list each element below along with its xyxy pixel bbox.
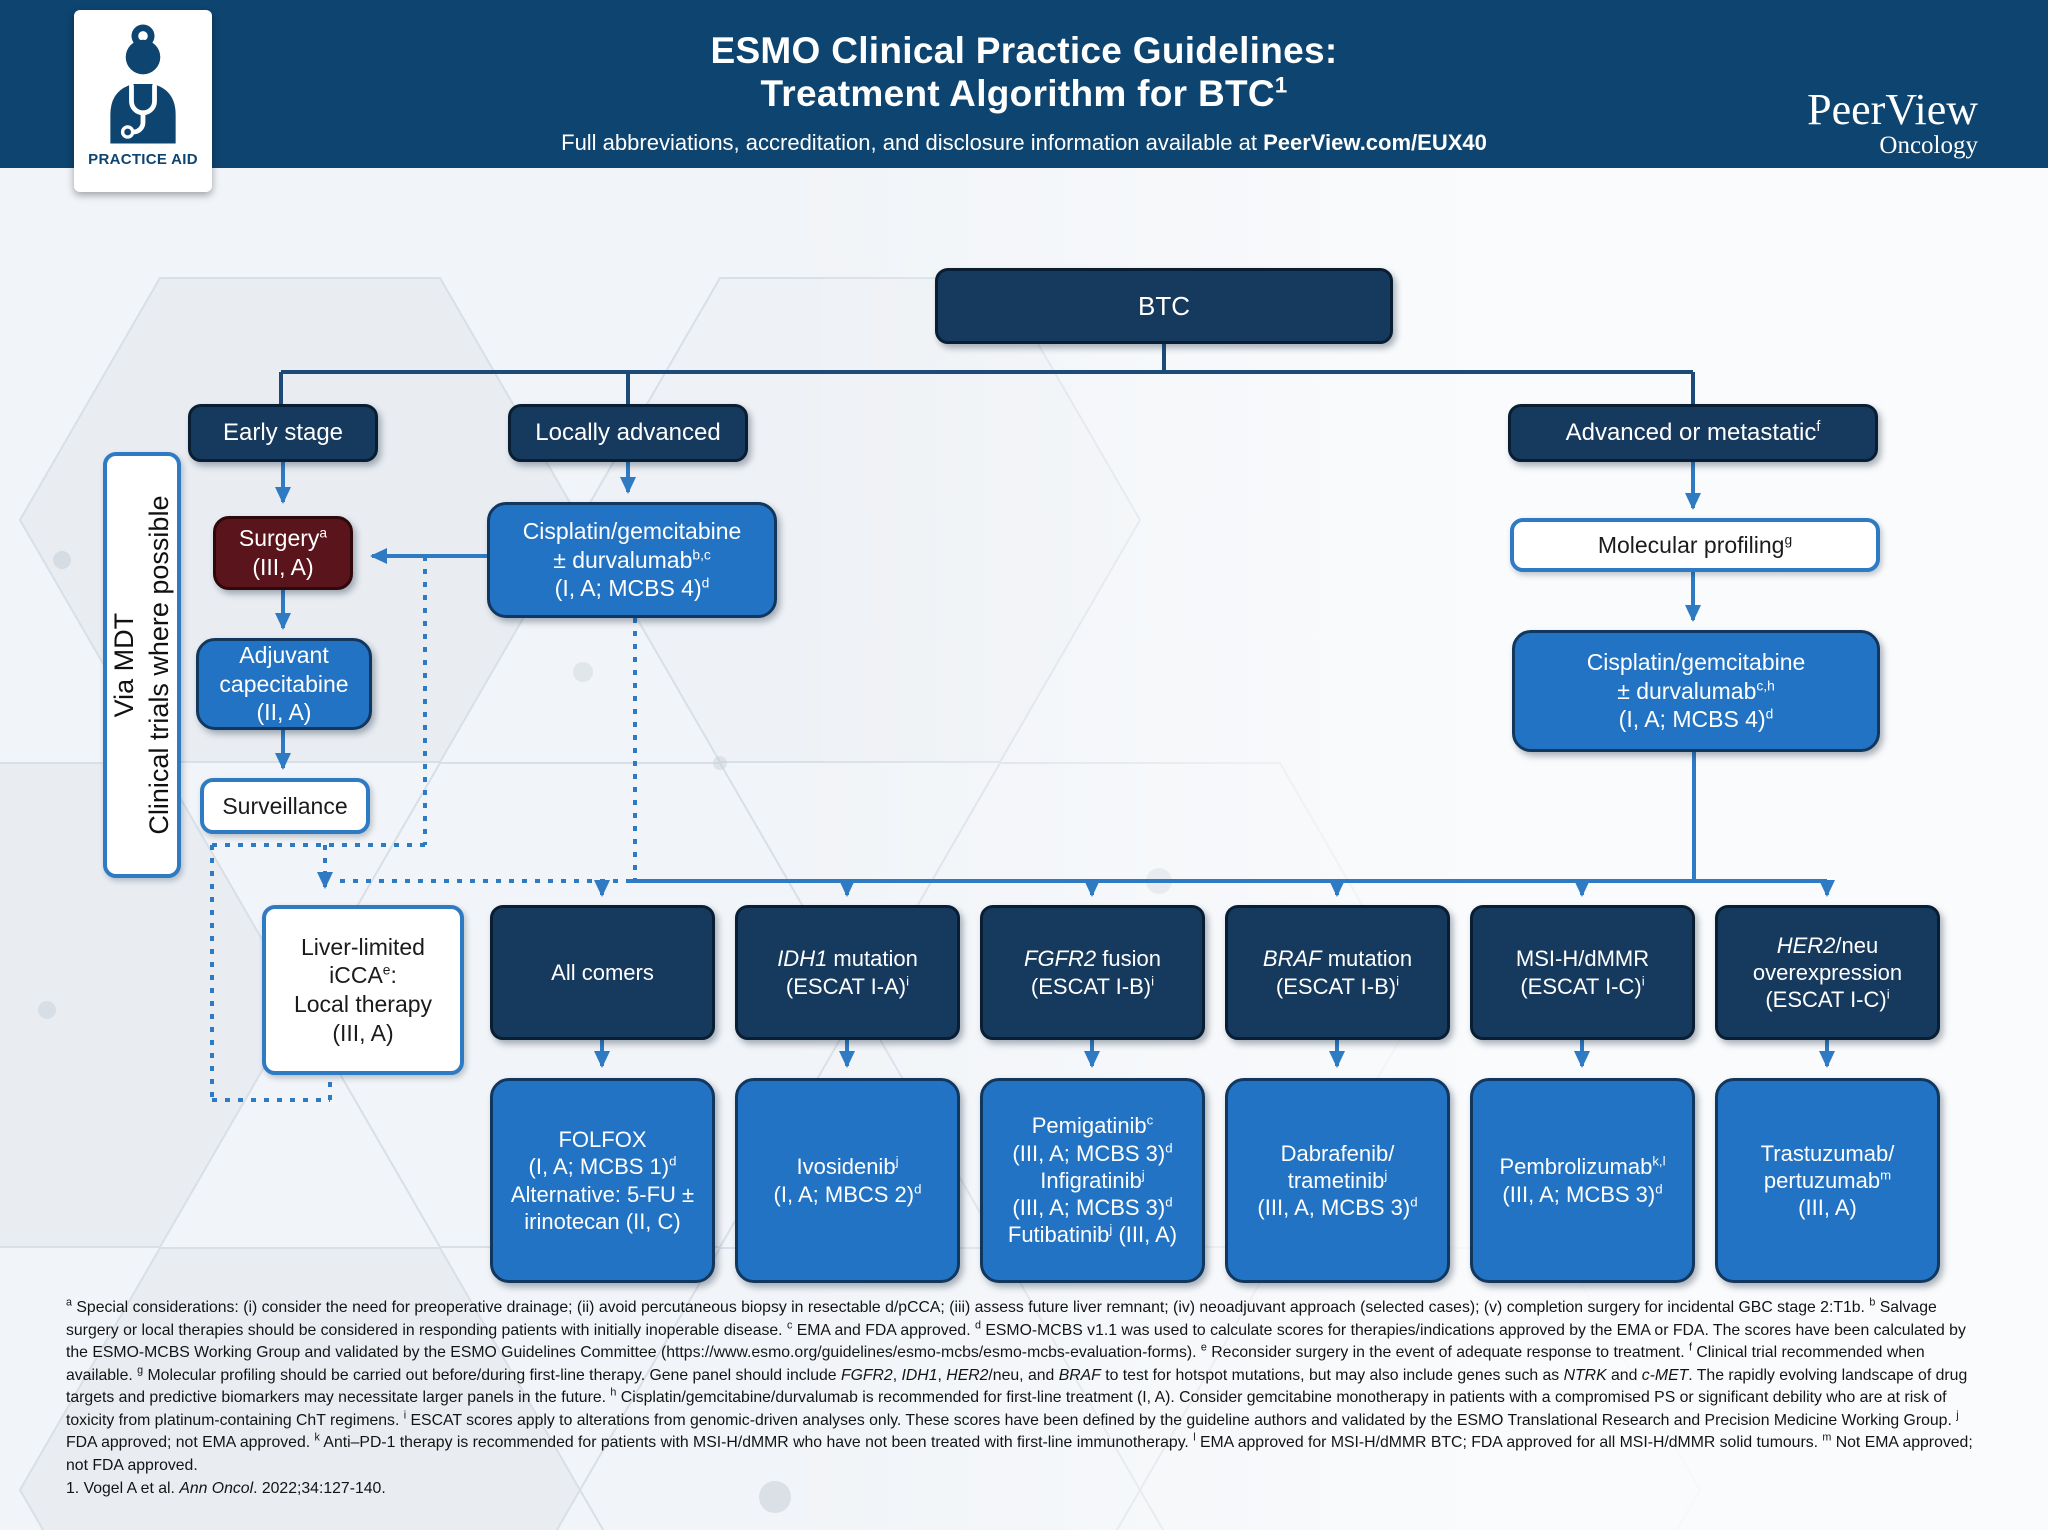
doctor-icon: [110, 24, 176, 144]
node-cat-msi: MSI-H/dMMR(ESCAT I-C)i: [1470, 905, 1695, 1040]
footnotes-paragraph: a Special considerations: (i) consider t…: [66, 1296, 1973, 1475]
node-cat-fgfr2: FGFR2 fusion(ESCAT I-B)i: [980, 905, 1205, 1040]
node-early: Early stage: [188, 404, 378, 462]
node-btc: BTC: [935, 268, 1393, 344]
footnotes: a Special considerations: (i) consider t…: [66, 1297, 1984, 1500]
node-tx-tra: Trastuzumab/pertuzumabm(III, A): [1715, 1078, 1940, 1283]
node-cat-all: All comers: [490, 905, 715, 1040]
node-surveillance: Surveillance: [200, 778, 370, 834]
title-line-2: Treatment Algorithm for BTC1: [760, 72, 1288, 114]
page-title: ESMO Clinical Practice Guidelines: Treat…: [360, 30, 1688, 156]
node-molecular: Molecular profilingg: [1510, 518, 1880, 572]
subtitle: Full abbreviations, accreditation, and d…: [561, 129, 1487, 155]
peerview-logo-main: PeerView: [1807, 85, 1978, 134]
node-tx-pem: Pembrolizumabk,l(III, A; MCBS 3)d: [1470, 1078, 1695, 1283]
peerview-logo-sub: Oncology: [1879, 132, 1978, 159]
practice-aid-card: PRACTICE AID: [74, 10, 212, 192]
node-locally: Locally advanced: [508, 404, 748, 462]
node-tx-ivo: Ivosidenibj(I, A; MBCS 2)d: [735, 1078, 960, 1283]
header-bar: ESMO Clinical Practice Guidelines: Treat…: [0, 0, 2048, 168]
reference-citation: 1. Vogel A et al. Ann Oncol. 2022;34:127…: [66, 1479, 386, 1497]
title-line-1: ESMO Clinical Practice Guidelines:: [710, 30, 1338, 71]
node-cis-la: Cisplatin/gemcitabine± durvalumabb,c(I, …: [487, 502, 777, 618]
node-cat-idh1: IDH1 mutation(ESCAT I-A)i: [735, 905, 960, 1040]
node-cis-adv: Cisplatin/gemcitabine± durvalumabc,h(I, …: [1512, 630, 1880, 752]
node-cat-braf: BRAF mutation(ESCAT I-B)i: [1225, 905, 1450, 1040]
peerview-logo: PeerView Oncology: [1807, 88, 1978, 161]
practice-aid-label: PRACTICE AID: [88, 151, 198, 168]
node-surgery: Surgerya(III, A): [213, 516, 353, 590]
node-tx-dab: Dabrafenib/trametinibj(III, A, MCBS 3)d: [1225, 1078, 1450, 1283]
node-advanced: Advanced or metastaticf: [1508, 404, 1878, 462]
